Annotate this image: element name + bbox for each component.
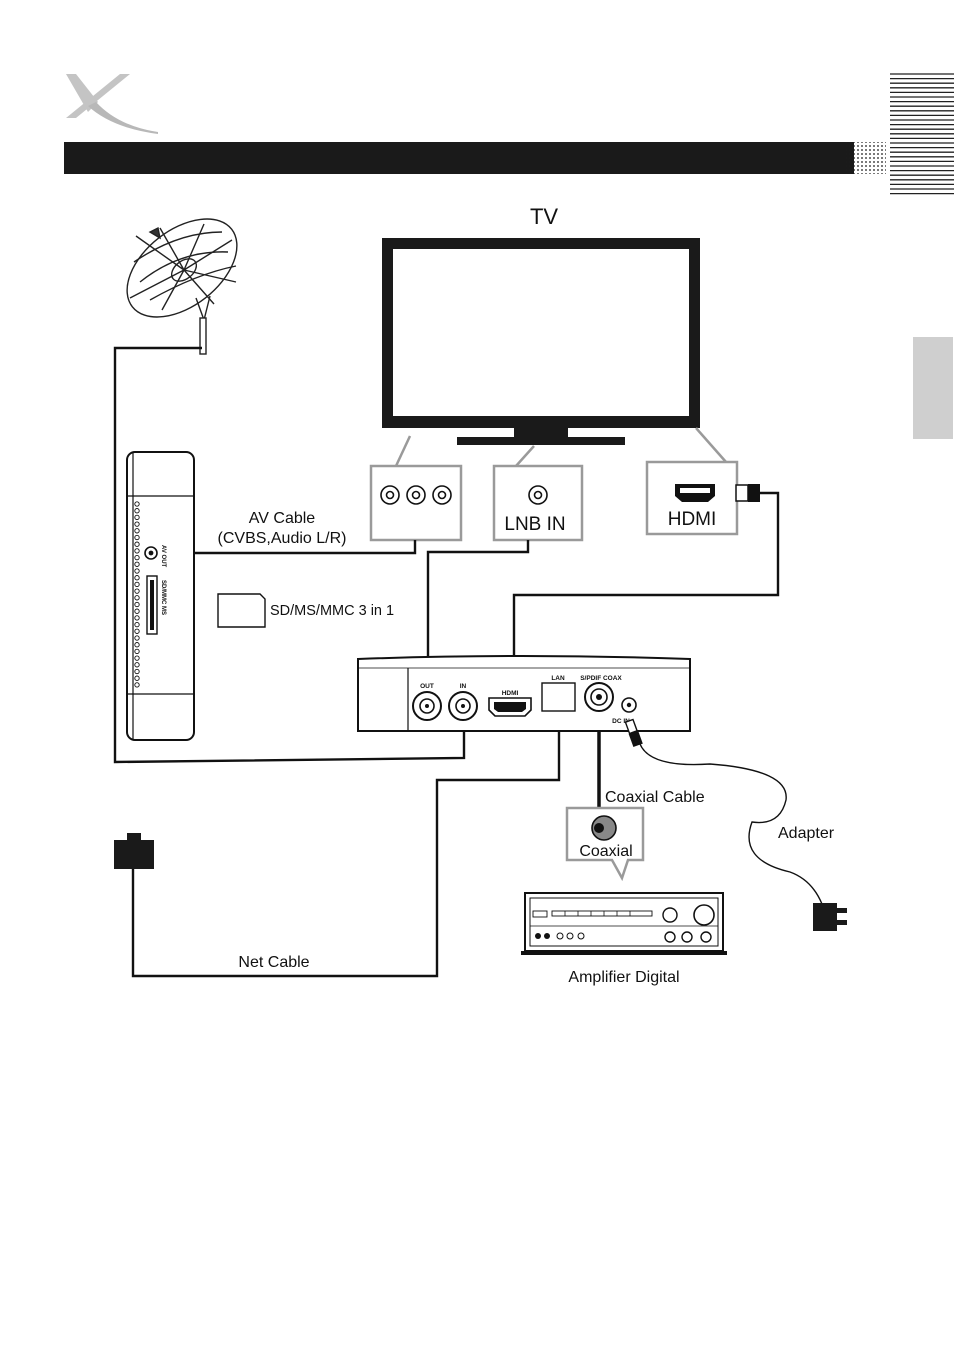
vent-dot xyxy=(134,608,140,614)
vent-dot xyxy=(134,648,140,655)
vent-dot xyxy=(134,621,140,628)
port-hdmi-label: HDMI xyxy=(502,690,519,697)
receiver-side-panel: AV OUT SD/MMC MS xyxy=(126,451,195,741)
vent-dot xyxy=(134,554,140,561)
power-plug-icon xyxy=(813,903,847,931)
vent-dot xyxy=(134,642,140,648)
vent-dot xyxy=(134,601,140,608)
hdmi-callout xyxy=(645,460,739,536)
vent-dot xyxy=(134,528,140,534)
tv-label: TV xyxy=(530,204,558,229)
loop-cable xyxy=(426,540,530,706)
port-in-label: IN xyxy=(460,683,467,690)
side-tab xyxy=(913,337,953,439)
vent-dot xyxy=(134,581,140,588)
vent-dot xyxy=(134,668,140,675)
av-output-callout xyxy=(369,464,463,542)
hdmi-cable xyxy=(512,491,780,660)
vent-dot xyxy=(134,588,140,594)
vent-dot xyxy=(134,575,140,581)
cables xyxy=(113,346,780,978)
sd-card-icon xyxy=(217,593,266,628)
router-icon xyxy=(114,833,154,869)
side-av-out-label: AV OUT xyxy=(160,545,166,568)
port-spdif-label: S/PDIF COAX xyxy=(580,675,622,682)
lnb-in-label: LNB IN xyxy=(504,514,565,535)
vent-dot xyxy=(134,501,140,507)
amplifier-label: Amplifier Digital xyxy=(568,969,679,986)
tv-icon xyxy=(382,238,700,445)
vent-dot xyxy=(134,561,140,567)
av-cable-label-line2: (CVBS,Audio L/R) xyxy=(218,530,347,547)
page-edge-stripes xyxy=(890,73,954,195)
av-cable xyxy=(154,540,417,555)
tv-callout-pointers xyxy=(394,427,727,467)
vent-dot xyxy=(134,534,140,541)
vent-dot xyxy=(134,595,140,601)
side-card-slot-label: SD/MMC MS xyxy=(160,580,166,615)
adapter-cable xyxy=(639,743,823,905)
vent-dot xyxy=(134,508,140,514)
net-cable xyxy=(131,712,561,978)
sd-card-label: SD/MS/MMC 3 in 1 xyxy=(270,603,394,619)
vent-dot xyxy=(134,662,140,668)
satellite-cable xyxy=(113,346,466,764)
amplifier-icon xyxy=(521,892,727,955)
vent-dot xyxy=(134,635,140,641)
vent-dot xyxy=(134,615,140,621)
vent-dot xyxy=(134,568,140,574)
hdmi-callout-label: HDMI xyxy=(668,509,717,530)
lnb-in-callout xyxy=(492,464,584,542)
port-lan-label: LAN xyxy=(551,675,565,682)
coaxial-label: Coaxial xyxy=(579,843,632,860)
vent-dot xyxy=(134,682,140,688)
dc-plug-icon xyxy=(624,718,643,747)
header-bar xyxy=(64,142,886,174)
vent-dot xyxy=(134,521,140,527)
coaxial-callout xyxy=(565,806,645,882)
av-cable-label-line1: AV Cable xyxy=(249,510,316,527)
coaxial-cable-label: Coaxial Cable xyxy=(605,789,705,806)
vent-dot xyxy=(134,628,140,634)
receiver-back-panel: OUT IN HDMI LAN S/PDIF COAX DC IN xyxy=(357,655,691,732)
port-dc-in-label: DC IN xyxy=(612,718,630,725)
x-logo-icon xyxy=(66,74,158,134)
vent-dot xyxy=(134,548,140,554)
vent-dot xyxy=(134,655,140,661)
satellite-dish-icon xyxy=(126,218,238,355)
net-cable-label: Net Cable xyxy=(238,954,309,971)
vent-dot xyxy=(134,514,140,521)
vent-dot xyxy=(134,541,140,547)
port-out-label: OUT xyxy=(420,683,434,690)
vent-dot xyxy=(134,675,140,681)
hdmi-plug-icon xyxy=(735,484,760,502)
adapter-label: Adapter xyxy=(778,825,835,842)
